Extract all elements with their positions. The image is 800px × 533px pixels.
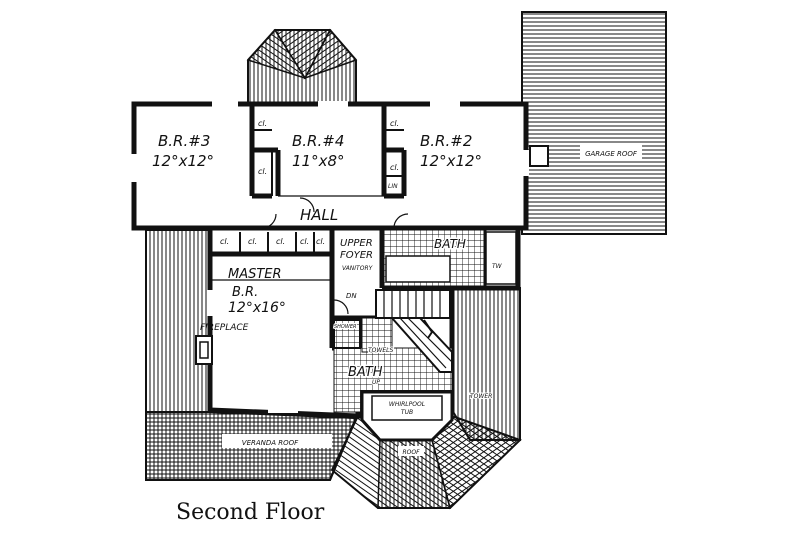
bath-master-label: BATH bbox=[348, 365, 383, 380]
whirlpool-label-2: TUB bbox=[401, 409, 413, 416]
windows bbox=[131, 101, 529, 413]
tub-area bbox=[485, 231, 517, 285]
fireplace-label: FIREPLACE bbox=[200, 323, 249, 333]
tower-roof-label: ROOF bbox=[402, 449, 420, 456]
shower-label: SHOWER bbox=[334, 324, 356, 330]
closet-label: cl. bbox=[276, 237, 285, 246]
br3-size: 12°x12° bbox=[152, 152, 214, 170]
fireplace bbox=[195, 335, 213, 365]
closet-label: cl. bbox=[390, 163, 399, 172]
dn-label: DN bbox=[346, 292, 357, 300]
garage-roof-label: GARAGE ROOF bbox=[585, 150, 638, 158]
up-label: UP bbox=[372, 379, 380, 386]
plan-caption: Second Floor bbox=[176, 500, 325, 525]
right-side-roof bbox=[451, 287, 521, 441]
lin-label: LIN bbox=[388, 183, 398, 190]
vanity-top bbox=[385, 255, 451, 283]
upper-foyer-2: FOYER bbox=[340, 250, 373, 261]
br3-name: B.R.#3 bbox=[158, 132, 210, 150]
vanitory-label: VANITORY bbox=[342, 265, 374, 272]
br4-name: B.R.#4 bbox=[292, 132, 344, 150]
master-size: 12°x16° bbox=[228, 300, 286, 316]
master-name-1: MASTER bbox=[228, 267, 282, 282]
tw-label: TW bbox=[492, 263, 503, 270]
doors bbox=[261, 197, 409, 315]
whirlpool-label-1: WHIRLPOOL bbox=[389, 401, 425, 408]
closet-label: cl. bbox=[220, 237, 229, 246]
closet-label: cl. bbox=[390, 119, 399, 128]
tower-label: TOWER bbox=[470, 393, 492, 400]
stair-well-tile bbox=[361, 317, 393, 353]
br2-size: 12°x12° bbox=[420, 152, 482, 170]
closet-label: cl. bbox=[248, 237, 257, 246]
closet-label: cl. bbox=[258, 119, 267, 128]
top-bay-roof bbox=[246, 28, 358, 105]
hall-label: HALL bbox=[300, 206, 338, 224]
br2-name: B.R.#2 bbox=[420, 132, 472, 150]
br4-size: 11°x8° bbox=[292, 152, 345, 170]
closet-label: cl. bbox=[258, 167, 267, 176]
closet-label: cl. bbox=[316, 237, 325, 246]
shower-stall bbox=[333, 319, 361, 349]
closet-label: cl. bbox=[300, 237, 309, 246]
veranda-roof-label: VERANDA ROOF bbox=[242, 439, 299, 447]
bath-top-label: BATH bbox=[434, 237, 466, 251]
upper-foyer-1: UPPER bbox=[340, 238, 373, 249]
garage-roof: GARAGE ROOF bbox=[521, 11, 667, 235]
master-name-2: B.R. bbox=[232, 285, 258, 300]
towels-label: TOWELS bbox=[368, 347, 393, 354]
staircase bbox=[375, 289, 453, 373]
whirlpool-tub bbox=[360, 390, 454, 442]
